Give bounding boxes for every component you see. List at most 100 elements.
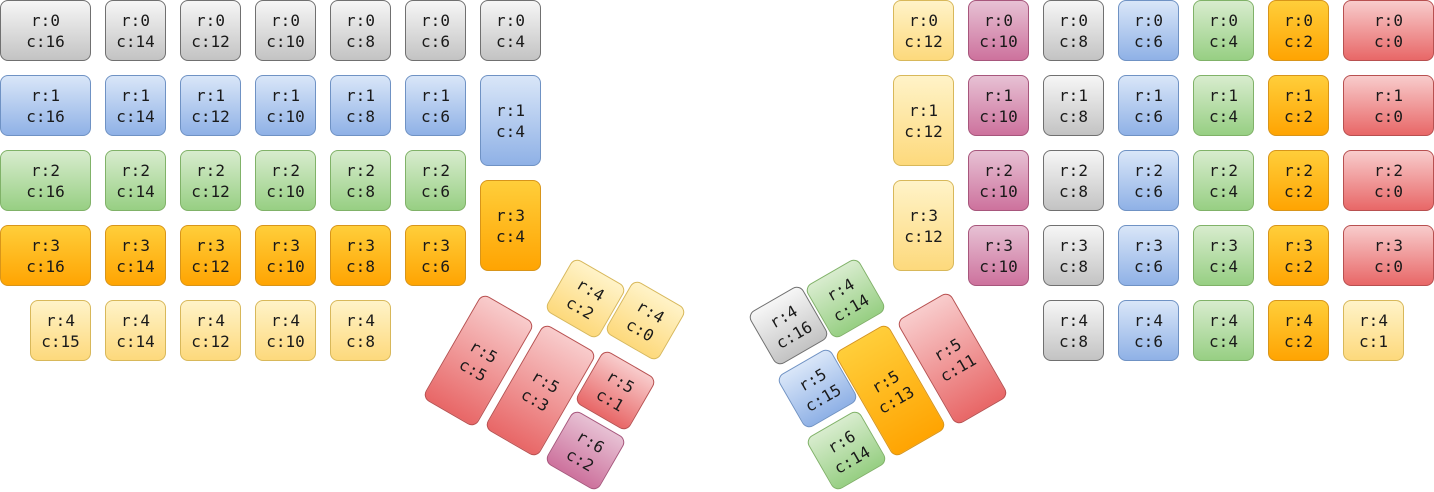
key-col-label: c:10 xyxy=(979,256,1018,276)
key-row-label: r:4 xyxy=(1359,310,1388,330)
key-row-label: r:3 xyxy=(271,235,300,255)
key-row-label: r:2 xyxy=(31,160,60,180)
key-row-label: r:1 xyxy=(1374,85,1403,105)
key-row-label: r:0 xyxy=(1134,10,1163,30)
key-col-label: c:2 xyxy=(1284,181,1313,201)
key-row-label: r:2 xyxy=(346,160,375,180)
key-col-label: c:6 xyxy=(1134,31,1163,51)
key-col-label: c:8 xyxy=(1059,106,1088,126)
key-row-label: r:3 xyxy=(1374,235,1403,255)
key-row-label: r:0 xyxy=(196,10,225,30)
key-col-label: c:8 xyxy=(1059,331,1088,351)
key-row-label: r:2 xyxy=(271,160,300,180)
key-col-label: c:8 xyxy=(346,181,375,201)
key-col-label: c:12 xyxy=(191,31,230,51)
key-row-label: r:4 xyxy=(1059,310,1088,330)
key-row-label: r:2 xyxy=(1284,160,1313,180)
key-row-label: r:1 xyxy=(196,85,225,105)
key-row-label: r:1 xyxy=(909,100,938,120)
key-col-label: c:4 xyxy=(1209,256,1238,276)
key-row-label: r:3 xyxy=(909,205,938,225)
key-col-label: c:8 xyxy=(1059,181,1088,201)
key-col-label: c:16 xyxy=(26,256,65,276)
key-col-label: c:0 xyxy=(1374,256,1403,276)
key-row-label: r:1 xyxy=(1209,85,1238,105)
key-col-label: c:4 xyxy=(496,226,525,246)
key-row-label: r:4 xyxy=(271,310,300,330)
key-col-label: c:6 xyxy=(1134,331,1163,351)
key-col-label: c:0 xyxy=(1374,31,1403,51)
key-row-label: r:3 xyxy=(121,235,150,255)
key-row-label: r:4 xyxy=(1134,310,1163,330)
key-row-label: r:3 xyxy=(984,235,1013,255)
key-row-label: r:1 xyxy=(1284,85,1313,105)
key-col-label: c:4 xyxy=(1209,331,1238,351)
key-col-label: c:4 xyxy=(1209,106,1238,126)
key-col-label: c:1 xyxy=(1359,331,1388,351)
key-row-label: r:4 xyxy=(1284,310,1313,330)
key-col-label: c:16 xyxy=(26,181,65,201)
key-col-label: c:10 xyxy=(266,331,305,351)
key-row-label: r:1 xyxy=(421,85,450,105)
key-col-label: c:14 xyxy=(116,331,155,351)
key-col-label: c:14 xyxy=(116,31,155,51)
key-col-label: c:10 xyxy=(979,181,1018,201)
key-col-label: c:14 xyxy=(116,106,155,126)
key-row-label: r:4 xyxy=(346,310,375,330)
key-col-label: c:4 xyxy=(496,121,525,141)
key-col-label: c:6 xyxy=(421,106,450,126)
key-row-label: r:2 xyxy=(1209,160,1238,180)
key-row-label: r:2 xyxy=(1374,160,1403,180)
key-col-label: c:12 xyxy=(191,181,230,201)
key-row-label: r:3 xyxy=(1134,235,1163,255)
key-row-label: r:1 xyxy=(121,85,150,105)
key-col-label: c:2 xyxy=(1284,331,1313,351)
key-col-label: c:0 xyxy=(1374,106,1403,126)
key-col-label: c:6 xyxy=(1134,106,1163,126)
key-col-label: c:4 xyxy=(1209,31,1238,51)
key-row-label: r:3 xyxy=(346,235,375,255)
key-col-label: c:8 xyxy=(346,331,375,351)
key-col-label: c:6 xyxy=(421,256,450,276)
key-row-label: r:3 xyxy=(196,235,225,255)
key-col-label: c:12 xyxy=(191,106,230,126)
key-row-label: r:0 xyxy=(421,10,450,30)
